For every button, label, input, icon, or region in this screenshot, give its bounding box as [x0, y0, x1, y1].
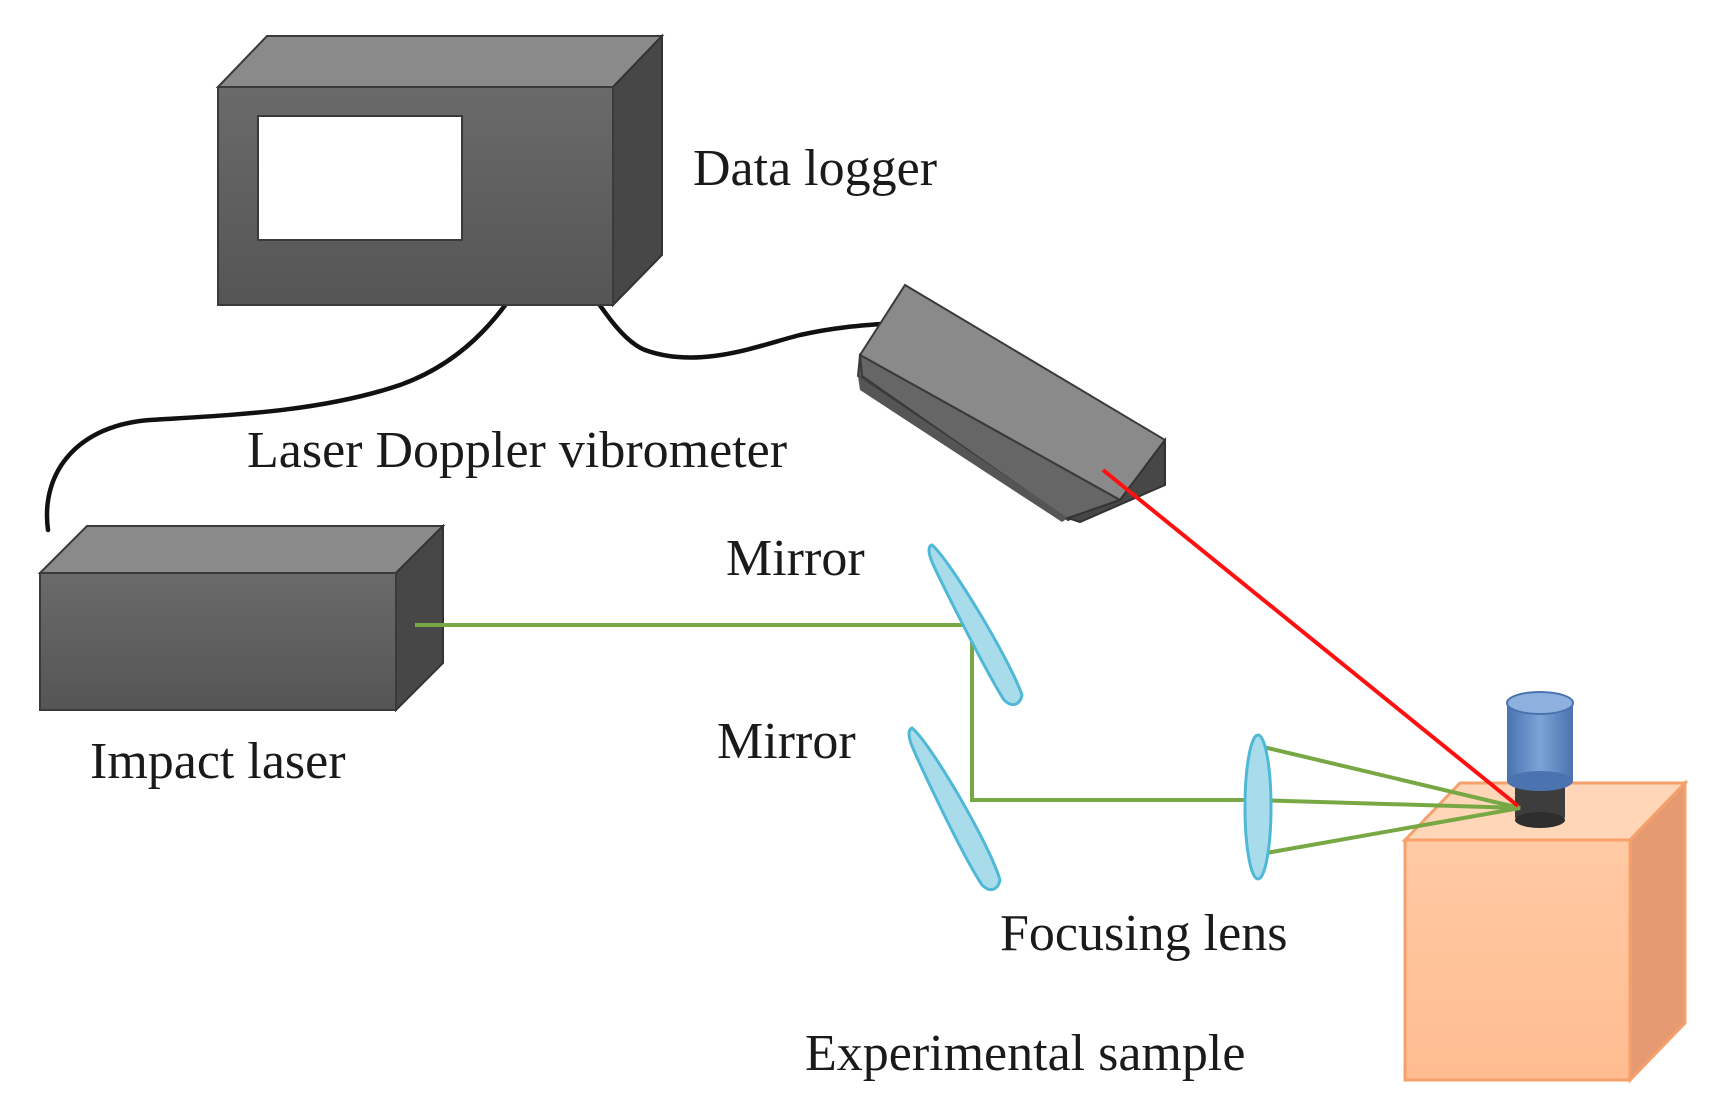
sensor: [1506, 691, 1574, 828]
experimental-sample: [1401, 779, 1689, 1084]
vibrometer-lower-face: [858, 376, 1068, 522]
cables: [44, 253, 898, 533]
label-data-logger: Data logger: [693, 140, 937, 197]
vibrometer-end-face: [1064, 437, 1166, 524]
label-focusing-lens: Focusing lens: [1000, 905, 1287, 962]
impact-laser-top-face: [37, 525, 446, 574]
laser-doppler-vibrometer: [856, 283, 1167, 524]
label-sample: Experimental sample: [805, 1025, 1245, 1082]
data-logger: [215, 33, 665, 308]
mirror-top: [927, 543, 1024, 707]
cable-logger-to-vibrometer: [563, 253, 898, 360]
impact-laser-front-face: [39, 572, 397, 711]
sensor-base: [1515, 782, 1565, 822]
impact-beam: [415, 623, 1521, 857]
vibrometer-body: [858, 353, 1123, 522]
sensor-cap: [1507, 703, 1573, 781]
label-vibrometer: Laser Doppler vibrometer: [247, 422, 787, 479]
cable-logger-to-impact-laser: [44, 253, 541, 533]
measurement-beam: [1101, 468, 1520, 808]
label-mirror-top: Mirror: [726, 530, 865, 587]
data-logger-screen: [257, 115, 463, 241]
focusing-lens: [1243, 733, 1273, 881]
mirror-bottom: [907, 726, 1002, 892]
data-logger-top-face: [215, 35, 665, 88]
label-mirror-bottom: Mirror: [717, 713, 856, 770]
beam-to-top-mirror: [415, 623, 1255, 802]
sample-front-face: [1403, 838, 1632, 1082]
label-impact-laser: Impact laser: [90, 733, 346, 790]
impact-laser: [37, 523, 446, 713]
